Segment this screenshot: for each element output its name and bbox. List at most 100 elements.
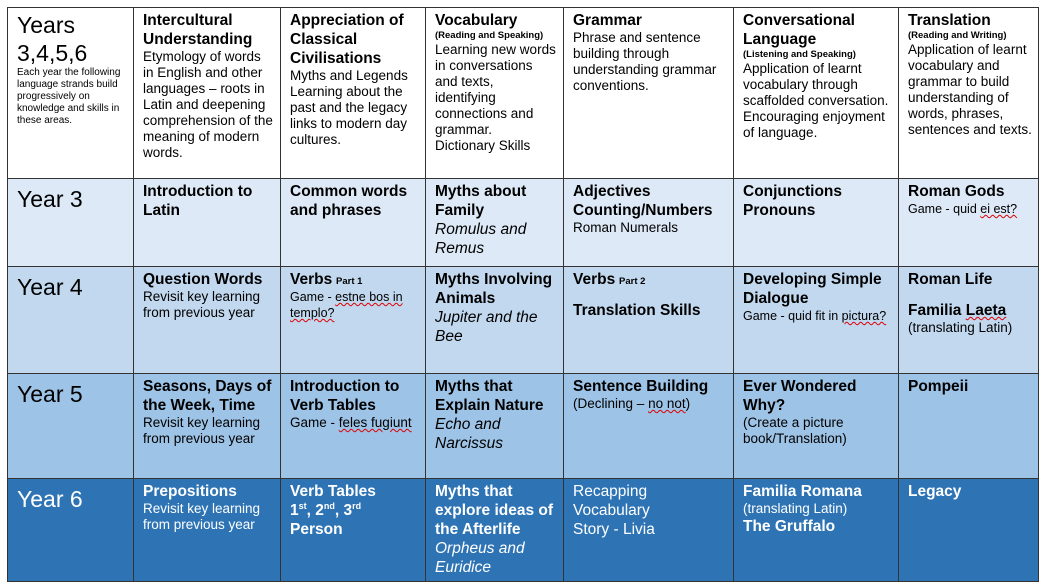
cell: Introduction to Latin — [133, 178, 281, 267]
years-list: 3,4,5,6 — [17, 40, 88, 66]
topic: Myths that Explain Nature — [435, 378, 544, 414]
cell: Conjunctions Pronouns — [733, 178, 899, 267]
note: Roman Numerals — [573, 220, 679, 235]
latin-phrase: estne bos in templo? — [290, 290, 403, 320]
myth-title: Echo and Narcissus — [435, 416, 504, 452]
topic: Verbs — [573, 271, 616, 288]
header-title: Intercultural Understanding — [143, 12, 253, 48]
topic: Verb Tables — [290, 483, 376, 500]
vocabulary-header: Vocabulary(Reading and Speaking)Learning… — [425, 7, 564, 179]
header-sub: (Listening and Speaking) — [743, 49, 856, 60]
part: Part 2 — [619, 276, 646, 287]
cell: Verbs Part 2 Translation Skills — [563, 266, 734, 374]
latin-phrase: ei est? — [980, 202, 1018, 216]
topic: Introduction to Latin — [143, 183, 253, 219]
topic: Introduction to Verb Tables — [290, 378, 400, 414]
latin-phrase: feles fugiunt — [338, 415, 412, 430]
note: Revisit key learning from previous year — [143, 501, 261, 532]
note: (Create a picture book/Translation) — [743, 415, 847, 446]
year-label: Year 4 — [7, 266, 134, 374]
ordinal: 3 — [343, 502, 353, 519]
topic: Familia Romana — [743, 483, 862, 500]
year-3-row: Year 3 Introduction to Latin Common word… — [7, 178, 1039, 267]
cell: Sentence Building(Declining – no not) — [563, 373, 734, 479]
header-desc: Myths and Legends Learning about the pas… — [290, 68, 408, 147]
ordinal: 2 — [315, 502, 324, 519]
topic: Question Words — [143, 271, 263, 288]
topic: Roman Life — [908, 271, 993, 288]
header-desc: Application of learnt vocabulary through… — [743, 61, 889, 140]
header-sub: (Reading and Speaking) — [435, 30, 544, 41]
cell: Recapping Vocabulary Story - Livia — [563, 478, 734, 582]
ordinal: 1 — [290, 502, 299, 519]
header-title: Appreciation of Classical Civilisations — [290, 12, 404, 67]
year-label: Year 5 — [7, 373, 134, 479]
header-desc: Application of learnt vocabulary and gra… — [908, 42, 1032, 137]
note: (Declining – — [573, 396, 645, 411]
ordinal-suffix: nd — [323, 500, 335, 511]
topic: Common words and phrases — [290, 183, 408, 219]
topic: Prepositions — [143, 483, 237, 500]
header-desc: Etymology of words in English and other … — [143, 49, 273, 160]
topic: Recapping Vocabulary Story - Livia — [573, 483, 655, 538]
years-title: Years — [17, 12, 75, 38]
latin-word: Laeta — [965, 302, 1007, 319]
topic: Roman Gods — [908, 183, 1005, 200]
note: (translating Latin) — [743, 501, 848, 516]
header-title: Conversational Language — [743, 12, 855, 48]
topic: Myths that explore ideas of the Afterlif… — [435, 483, 554, 538]
myth-title: Orpheus and Euridice — [435, 540, 525, 576]
topic: Ever Wondered Why? — [743, 378, 857, 414]
header-desc: Phrase and sentence building through und… — [573, 30, 717, 93]
note: (translating Latin) — [908, 320, 1013, 335]
topic: Verbs — [290, 271, 333, 288]
note: Game - — [290, 415, 336, 430]
header-title: Grammar — [573, 12, 642, 29]
cell: Myths that explore ideas of the Afterlif… — [425, 478, 564, 582]
note-end: ) — [685, 396, 691, 411]
year-label: Year 3 — [7, 178, 134, 267]
note: Revisit key learning from previous year — [143, 415, 261, 446]
cell: Familia Romana(translating Latin) The Gru… — [733, 478, 899, 582]
topic: Conjunctions Pronouns — [743, 183, 843, 219]
note: Revisit key learning from previous year — [143, 289, 261, 320]
header-sub: (Reading and Writing) — [908, 30, 1007, 41]
years-note: Each year the following language strands… — [17, 67, 121, 126]
topic: The Gruffalo — [743, 518, 836, 535]
translation-header: Translation(Reading and Writing)Applicat… — [898, 7, 1039, 179]
topic: Translation Skills — [573, 302, 701, 319]
topic: Legacy — [908, 483, 962, 500]
year-label: Year 6 — [7, 478, 134, 582]
part: Part 1 — [336, 276, 363, 287]
cell: Common words and phrases — [280, 178, 426, 267]
header-desc: Learning new words in conversations and … — [435, 42, 556, 137]
ordinal-suffix: rd — [352, 500, 362, 511]
topic: Developing Simple Dialogue — [743, 271, 882, 307]
topic: Seasons, Days of the Week, Time — [143, 378, 272, 414]
note: Game - quid fit in — [743, 309, 839, 323]
cell: Ever Wondered Why?(Create a picture book… — [733, 373, 899, 479]
header-extra: Dictionary Skills — [435, 138, 531, 153]
topic: Pompeii — [908, 378, 969, 395]
cell: Pompeii — [898, 373, 1039, 479]
